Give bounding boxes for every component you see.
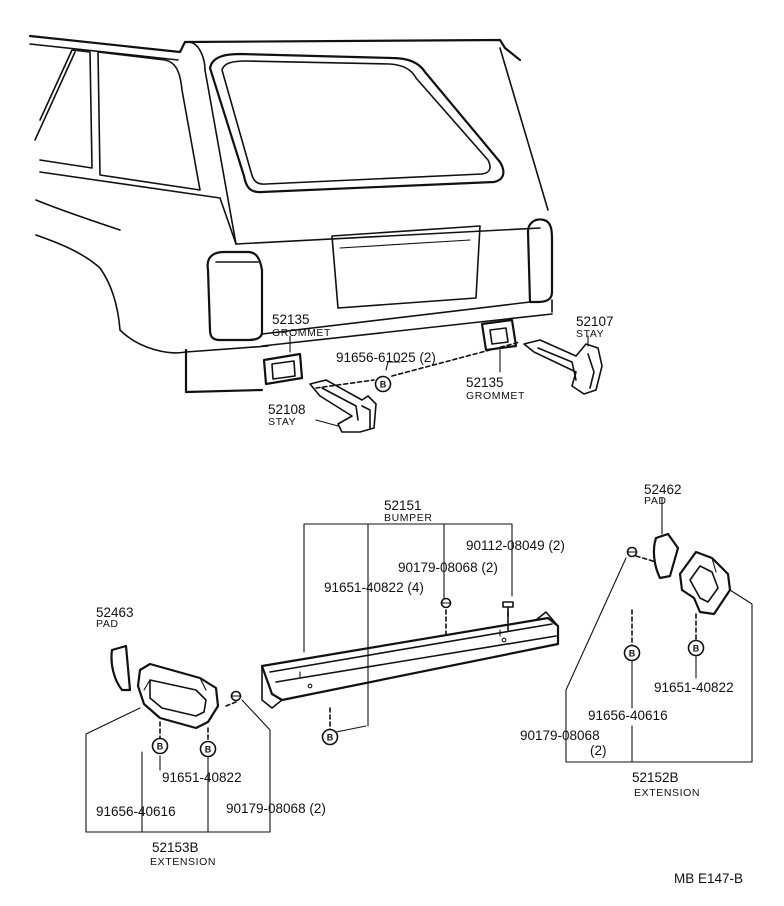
label-bolt-91651-center: 91651-40822 (4) — [324, 580, 424, 595]
car-body-outline — [28, 34, 554, 394]
extension-right-leaders — [565, 497, 753, 763]
stay-left-part — [309, 379, 377, 433]
svg-text:B: B — [205, 745, 212, 755]
label-bolt-91651-right: 91651-40822 — [654, 680, 734, 695]
label-pad-left-name: PAD — [96, 618, 119, 630]
label-nut-90179-left: 90179-08068 (2) — [226, 801, 326, 816]
label-bumper-num: 52151 — [384, 498, 422, 513]
bumper-part — [260, 611, 560, 709]
label-extension-left-name: EXTENSION — [150, 856, 216, 868]
pad-right-part — [652, 532, 680, 580]
callout-b-center: B — [321, 728, 339, 746]
label-nut-90179-right-qty: (2) — [590, 743, 607, 758]
label-stay-right-num: 52107 — [576, 314, 614, 329]
label-bolt-upper: 91656-61025 (2) — [336, 350, 436, 365]
label-bolt-90112: 90112-08049 (2) — [466, 538, 565, 553]
label-pad-right-num: 52462 — [644, 482, 682, 497]
bumper-leaders — [303, 523, 513, 733]
nut-90179-center-part — [440, 597, 452, 609]
label-nut-90179-right: 90179-08068 — [520, 728, 600, 743]
bolt-upper-leader — [315, 341, 521, 389]
label-bolt-91656-right: 91656-40616 — [588, 708, 668, 723]
footer-code: MB E147-B — [674, 871, 743, 886]
label-grommet-right-name: GROMMET — [466, 390, 525, 402]
label-pad-left-num: 52463 — [96, 605, 134, 620]
label-grommet-left-num: 52135 — [272, 312, 310, 327]
pad-left-part — [110, 644, 132, 692]
label-stay-left-num: 52108 — [268, 402, 306, 417]
grommet-right-part — [480, 318, 518, 352]
label-grommet-left-name: GROMMET — [272, 327, 331, 339]
label-nut-90179-center: 90179-08068 (2) — [398, 560, 498, 575]
label-extension-right-num: 52152B — [632, 770, 679, 785]
grommet-left-part — [262, 352, 304, 386]
label-stay-right-name: STAY — [576, 328, 604, 340]
stay-right-part — [523, 339, 603, 395]
label-extension-left-num: 52153B — [152, 840, 199, 855]
callout-b-upper: B — [374, 375, 392, 393]
svg-text:B: B — [380, 380, 387, 390]
svg-text:B: B — [629, 649, 636, 659]
bolt-90112-part — [502, 601, 514, 619]
label-bolt-91651-left: 91651-40822 — [162, 770, 242, 785]
callout-b-left-2: B — [199, 740, 217, 758]
label-bumper-name: BUMPER — [384, 512, 433, 524]
label-pad-right-name: PAD — [644, 495, 667, 507]
extension-left-leaders — [85, 699, 271, 833]
label-grommet-right-num: 52135 — [466, 375, 504, 390]
svg-text:B: B — [693, 644, 700, 654]
svg-text:B: B — [327, 733, 334, 743]
svg-text:B: B — [157, 742, 164, 752]
extension-left-part — [136, 662, 220, 730]
extension-right-part — [678, 550, 732, 616]
label-stay-left-name: STAY — [268, 416, 296, 428]
nut-90179-right-part — [626, 546, 638, 558]
callout-b-right-1: B — [623, 644, 641, 662]
nut-90179-left-part — [230, 690, 242, 702]
callout-b-right-2: B — [687, 639, 705, 657]
callout-b-left-1: B — [151, 737, 169, 755]
label-bolt-91656-left: 91656-40616 — [96, 804, 176, 819]
label-extension-right-name: EXTENSION — [634, 787, 700, 799]
